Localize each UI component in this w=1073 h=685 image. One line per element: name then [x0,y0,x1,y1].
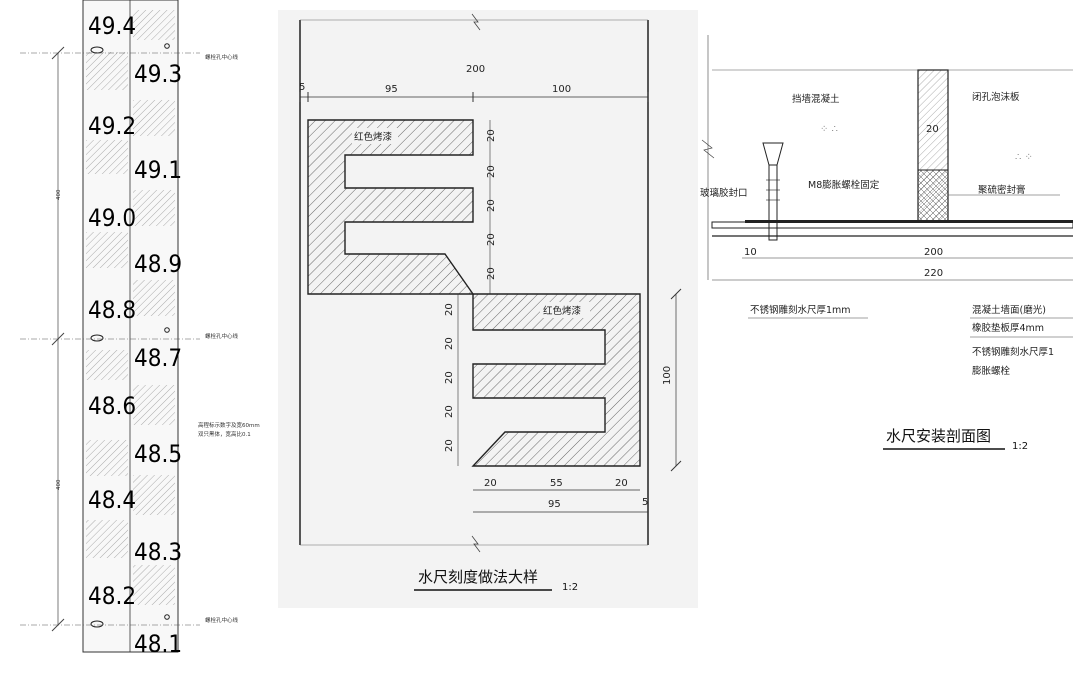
ruler-note: 螺栓孔中心线 [205,53,239,61]
ruler-note: 高程标示数字及宽60mm [198,421,260,429]
ruler-dimension: 400 [56,189,62,200]
dim-left-gap: 5 [299,82,305,93]
dim-total-width: 200 [466,64,485,75]
gauge-number-right: 48.7 [134,344,182,372]
paint-label-top: 红色烤漆 [354,131,393,143]
label-stainless-plate: 不锈钢雕刻水尺厚1mm [750,304,851,316]
paint-label-bottom: 红色烤漆 [543,305,582,317]
dim-right-width: 100 [552,84,571,95]
dim-height: 100 [662,366,673,385]
gauge-number-left: 48.6 [88,392,136,420]
expansion-bolt [768,164,778,241]
dim-outer-width: 220 [924,268,943,279]
gauge-number-left: 49.0 [88,204,136,232]
label-bolt-fix: M8膨胀螺栓固定 [808,179,880,191]
lower-step-dim: 20 [444,405,455,418]
dim-upper-width: 95 [385,84,398,95]
ruler-ticks [86,10,175,605]
gauge-number-right: 49.1 [134,156,182,184]
gauge-number-right: 48.9 [134,250,182,278]
gauge-number-left: 48.2 [88,582,136,610]
detail-title: 水尺刻度做法大样 [418,568,538,586]
dim-gap: 10 [744,247,757,258]
section-title: 水尺安装剖面图 [886,427,991,445]
bottom-part-dim: 55 [550,478,563,489]
detail-scale: 1:2 [562,582,578,593]
bolt-hole [90,334,104,342]
ruler-note: 双只黑体，宽高比0.1 [198,430,251,438]
label-retaining-concrete: 挡墙混凝土 [792,93,840,105]
gauge-number-left: 49.2 [88,112,136,140]
bottom-part-dim: 20 [484,478,497,489]
ruler-dimension: 400 [56,479,62,490]
gauge-number-left: 48.8 [88,296,136,324]
dim-inner-width: 200 [924,247,943,258]
dim-bottom-gap: 5 [642,497,648,508]
bolt-hole [90,620,104,628]
ruler-note: 螺栓孔中心线 [205,332,239,340]
gauge-number-left: 49.4 [88,12,136,40]
lower-step-dim: 20 [444,337,455,350]
gauge-number-right: 48.5 [134,440,182,468]
section-scale: 1:2 [1012,441,1028,452]
label-sealant: 聚硫密封膏 [978,184,1026,196]
upper-step-dim: 20 [486,199,497,212]
upper-step-dim: 20 [486,129,497,142]
board-dim: 20 [926,124,939,135]
lower-scale-mark [471,293,641,467]
upper-scale-mark [307,119,475,295]
upper-step-dim: 20 [486,233,497,246]
lower-step-dim: 20 [444,303,455,316]
section-legend-item: 膨胀螺栓 [972,365,1011,377]
upper-step-dim: 20 [486,267,497,280]
ruler-note: 螺栓孔中心线 [205,616,239,624]
sealant-block [917,169,949,223]
bottom-part-dim: 20 [615,478,628,489]
installation-section: 20 ⁘ ∴ ∴ ⁘ 挡墙混凝土 闭孔泡沫板 玻璃胶封口 M8膨胀螺栓固定 聚硫… [700,35,1073,452]
section-legend-item: 不锈钢雕刻水尺厚1 [972,346,1054,358]
section-legend-item: 混凝土墙面(磨光) [972,304,1046,316]
section-legend-item: 橡胶垫板厚4mm [972,322,1044,334]
gauge-number-right: 48.3 [134,538,182,566]
upper-step-dim: 20 [486,165,497,178]
label-foam-board: 闭孔泡沫板 [972,91,1020,103]
gauge-number-right: 49.3 [134,60,182,88]
gauge-number-right: 48.1 [134,630,182,658]
svg-text:∴ ⁘: ∴ ⁘ [1015,152,1033,163]
gauge-ruler: 49.4 49.2 49.0 48.8 48.6 48.4 48.2 49.3 … [20,0,260,658]
svg-text:⁘ ∴: ⁘ ∴ [820,124,838,135]
gauge-number-left: 48.4 [88,486,136,514]
label-glass-seal: 玻璃胶封口 [700,187,748,199]
lower-step-dim: 20 [444,371,455,384]
dim-bottom-total: 95 [548,499,561,510]
lower-step-dim: 20 [444,439,455,452]
scale-detail: 200 5 95 100 红色烤漆 20 20 20 20 20 红色烤漆 20… [278,10,698,608]
